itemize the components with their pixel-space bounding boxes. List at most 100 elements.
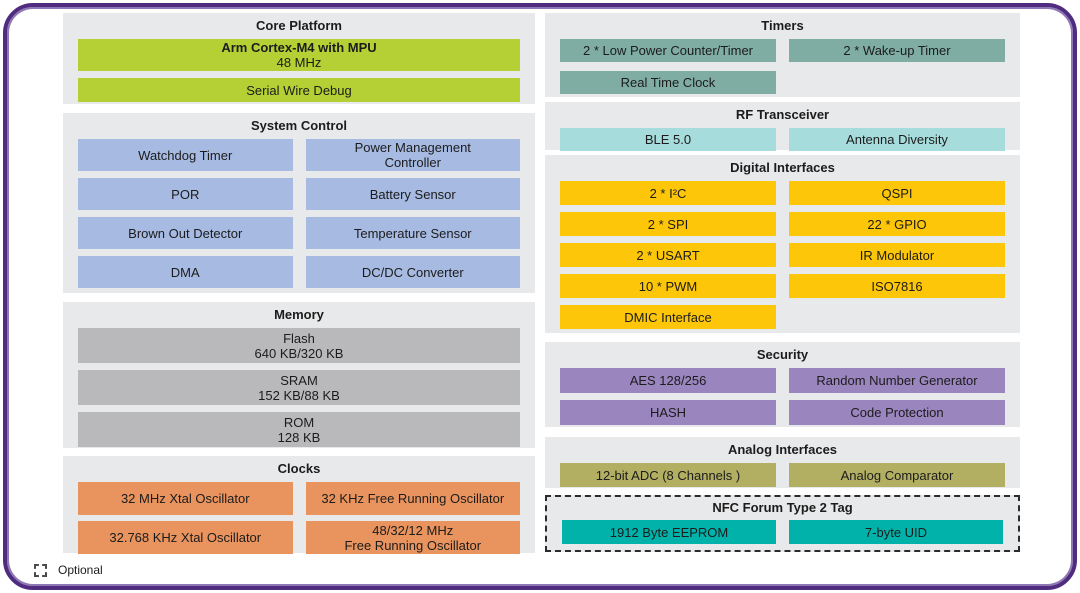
block-qspi: QSPI: [789, 181, 1005, 205]
block-label: Flash: [283, 330, 315, 346]
block-code-protection: Code Protection: [789, 400, 1005, 425]
section-title-nfc: NFC Forum Type 2 Tag: [712, 500, 853, 515]
block-label: Real Time Clock: [620, 75, 716, 90]
system-control-blocks: Watchdog Timer Power Management Controll…: [78, 139, 520, 288]
block-label: Arm Cortex-M4 with MPU: [221, 40, 377, 55]
block-brown-out-detector: Brown Out Detector: [78, 217, 293, 249]
clocks-blocks: 32 MHz Xtal Oscillator 32 KHz Free Runni…: [78, 482, 520, 554]
block-label: 32.768 KHz Xtal Oscillator: [109, 530, 262, 545]
block-sublabel: 640 KB/320 KB: [254, 345, 344, 361]
block-label: BLE 5.0: [644, 132, 692, 147]
section-digital-interfaces: Digital Interfaces 2 * I²C QSPI 2 * SPI …: [545, 155, 1020, 333]
core-platform-blocks: Arm Cortex-M4 with MPU 48 MHz Serial Wir…: [78, 39, 520, 102]
block-label: 2 * Low Power Counter/Timer: [582, 43, 754, 58]
block-label: Power Management: [354, 140, 471, 155]
block-label-line2: Controller: [384, 155, 441, 170]
section-title-analog-interfaces: Analog Interfaces: [727, 442, 838, 457]
block-label: 32 KHz Free Running Oscillator: [321, 491, 505, 506]
block-dcdc-converter: DC/DC Converter: [305, 256, 520, 288]
block-watchdog-timer: Watchdog Timer: [78, 139, 293, 171]
memory-blocks: Flash 640 KB/320 KB SRAM 152 KB/88 KB RO…: [78, 328, 520, 447]
timers-blocks: 2 * Low Power Counter/Timer 2 * Wake-up …: [560, 39, 1005, 94]
block-label: DC/DC Converter: [361, 264, 464, 280]
block-hash: HASH: [560, 400, 776, 425]
block-label: ISO7816: [871, 278, 923, 294]
block-random-number-generator: Random Number Generator: [789, 368, 1005, 393]
block-label: 2 * I²C: [649, 185, 687, 201]
block-battery-sensor: Battery Sensor: [305, 178, 520, 210]
legend-optional-label: Optional: [58, 563, 103, 577]
block-label: 1912 Byte EEPROM: [609, 524, 729, 540]
security-blocks: AES 128/256 Random Number Generator HASH…: [560, 368, 1005, 425]
block-label: Code Protection: [850, 405, 944, 420]
block-dma: DMA: [78, 256, 293, 288]
block-sram: SRAM 152 KB/88 KB: [78, 370, 520, 405]
block-rom: ROM 128 KB: [78, 412, 520, 447]
block-label: HASH: [649, 405, 687, 420]
nfc-blocks: 1912 Byte EEPROM 7-byte UID: [562, 520, 1003, 544]
block-adc: 12-bit ADC (8 Channels ): [560, 463, 776, 487]
block-antenna-diversity: Antenna Diversity: [789, 128, 1005, 151]
block-flash: Flash 640 KB/320 KB: [78, 328, 520, 363]
block-iso7816: ISO7816: [789, 274, 1005, 298]
rf-transceiver-blocks: BLE 5.0 Antenna Diversity: [560, 128, 1005, 151]
block-gpio: 22 * GPIO: [789, 212, 1005, 236]
block-temperature-sensor: Temperature Sensor: [305, 217, 520, 249]
block-dmic-interface: DMIC Interface: [560, 305, 776, 329]
block-label: 10 * PWM: [638, 278, 698, 294]
optional-dashed-box-icon: [34, 563, 47, 577]
section-clocks: Clocks 32 MHz Xtal Oscillator 32 KHz Fre…: [63, 456, 535, 554]
section-title-rf-transceiver: RF Transceiver: [735, 107, 830, 122]
section-title-memory: Memory: [274, 307, 324, 322]
block-aes: AES 128/256: [560, 368, 776, 393]
block-wake-up-timer: 2 * Wake-up Timer: [789, 39, 1005, 62]
block-label: 22 * GPIO: [867, 216, 927, 232]
block-label: DMIC Interface: [624, 309, 712, 325]
block-label: Analog Comparator: [840, 467, 954, 483]
section-analog-interfaces: Analog Interfaces 12-bit ADC (8 Channels…: [545, 437, 1020, 488]
block-low-power-counter-timer: 2 * Low Power Counter/Timer: [560, 39, 776, 62]
block-power-management-controller: Power Management Controller: [305, 139, 520, 171]
block-usart: 2 * USART: [560, 243, 776, 267]
block-sublabel: 152 KB/88 KB: [258, 387, 340, 403]
block-label: Random Number Generator: [816, 373, 978, 388]
section-title-security: Security: [756, 347, 809, 362]
block-label-line2: Free Running Oscillator: [344, 537, 482, 553]
block-label: POR: [171, 186, 200, 202]
section-core-platform: Core Platform Arm Cortex-M4 with MPU 48 …: [63, 13, 535, 104]
section-title-clocks: Clocks: [277, 461, 321, 476]
block-label: 2 * USART: [636, 247, 700, 263]
block-label: Battery Sensor: [369, 186, 456, 202]
block-label: ROM: [283, 414, 315, 430]
block-label: DMA: [170, 264, 200, 280]
block-real-time-clock: Real Time Clock: [560, 71, 776, 94]
digital-interfaces-blocks: 2 * I²C QSPI 2 * SPI 22 * GPIO 2 * USART…: [560, 181, 1005, 329]
legend: Optional: [34, 563, 103, 577]
block-label: Antenna Diversity: [846, 132, 948, 147]
block-label: Temperature Sensor: [353, 225, 472, 241]
block-i2c: 2 * I²C: [560, 181, 776, 205]
block-label: IR Modulator: [859, 247, 935, 263]
block-48-32-12mhz-free-running-oscillator: 48/32/12 MHz Free Running Oscillator: [305, 521, 520, 554]
block-7-byte-uid: 7-byte UID: [789, 520, 1003, 544]
block-32768khz-xtal-oscillator: 32.768 KHz Xtal Oscillator: [78, 521, 293, 554]
block-label: Serial Wire Debug: [246, 82, 352, 98]
block-ble-5-0: BLE 5.0: [560, 128, 776, 151]
section-title-core-platform: Core Platform: [256, 18, 342, 33]
section-nfc-forum-type-2-tag: NFC Forum Type 2 Tag 1912 Byte EEPROM 7-…: [545, 495, 1020, 552]
section-rf-transceiver: RF Transceiver BLE 5.0 Antenna Diversity: [545, 102, 1020, 151]
block-serial-wire-debug: Serial Wire Debug: [78, 78, 520, 102]
block-32khz-free-running-oscillator: 32 KHz Free Running Oscillator: [305, 482, 520, 515]
block-label: SRAM: [280, 372, 318, 388]
section-system-control: System Control Watchdog Timer Power Mana…: [63, 113, 535, 293]
block-eeprom: 1912 Byte EEPROM: [562, 520, 776, 544]
block-sublabel: 48 MHz: [276, 55, 322, 70]
block-arm-cortex-m4: Arm Cortex-M4 with MPU 48 MHz: [78, 39, 520, 71]
block-sublabel: 128 KB: [277, 429, 321, 445]
block-por: POR: [78, 178, 293, 210]
block-label: 2 * Wake-up Timer: [843, 43, 951, 58]
block-label: 48/32/12 MHz: [372, 522, 454, 538]
block-label: 12-bit ADC (8 Channels ): [595, 467, 741, 483]
block-label: QSPI: [881, 185, 913, 201]
section-title-system-control: System Control: [250, 118, 348, 133]
